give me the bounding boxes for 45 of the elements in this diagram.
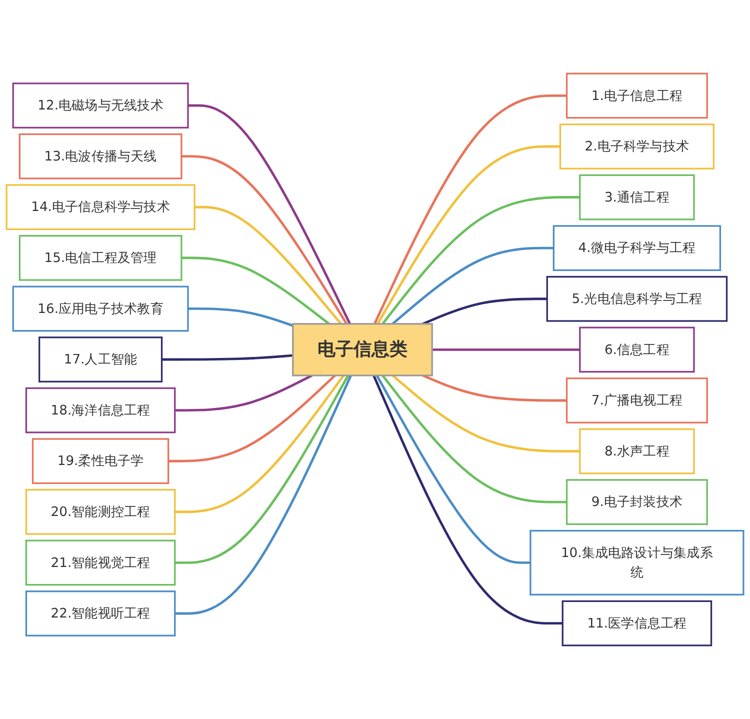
connector xyxy=(382,374,567,504)
node-box: 22.智能视听工程 xyxy=(25,590,176,636)
connector xyxy=(422,298,548,325)
node-box: 10.集成电路设计与集成系统 xyxy=(530,530,744,596)
node-box: 21.智能视觉工程 xyxy=(25,540,176,586)
node-box: 1.电子信息工程 xyxy=(566,72,708,119)
connector xyxy=(432,348,580,351)
connector xyxy=(373,94,567,324)
node-box: 13.电波传播与天线 xyxy=(18,133,182,180)
connector xyxy=(181,256,330,325)
node-box: 5.光电信息科学与工程 xyxy=(546,276,728,322)
connector xyxy=(392,246,554,325)
connector xyxy=(174,374,350,564)
connector xyxy=(174,374,345,514)
connector xyxy=(382,196,580,325)
connector xyxy=(162,354,293,361)
node-box: 9.电子封装技术 xyxy=(566,479,708,525)
connector xyxy=(188,104,352,324)
node-box: 12.电磁场与无线技术 xyxy=(12,82,189,128)
connector xyxy=(392,374,580,452)
node-box: 7.广播电视工程 xyxy=(566,378,708,424)
node-box: 17.人工智能 xyxy=(38,336,163,382)
connector xyxy=(188,307,294,327)
node-box: 2.电子科学与技术 xyxy=(559,124,714,170)
node-box: 6.信息工程 xyxy=(579,326,695,373)
node-box: 19.柔性电子学 xyxy=(32,438,170,484)
connector xyxy=(194,206,342,325)
node-box: 3.通信工程 xyxy=(579,174,695,220)
node-box: 11.医学信息工程 xyxy=(562,600,712,646)
node-box: 16.应用电子技术教育 xyxy=(12,286,189,332)
node-box: 4.微电子科学与工程 xyxy=(552,225,722,272)
connector xyxy=(168,374,336,462)
node-box: 电子信息类 xyxy=(292,323,433,376)
node-box: 8.水声工程 xyxy=(579,428,695,474)
node-box: 18.海洋信息工程 xyxy=(25,387,176,434)
node-box: 14.电子信息科学与技术 xyxy=(6,184,196,230)
connector xyxy=(372,374,563,625)
connector xyxy=(181,155,348,324)
node-box: 15.电信工程及管理 xyxy=(18,234,182,281)
connector xyxy=(174,374,352,615)
connector xyxy=(422,374,567,402)
connector xyxy=(174,374,312,412)
connector xyxy=(376,145,560,324)
connector xyxy=(376,374,530,564)
node-box: 20.智能测控工程 xyxy=(25,488,176,535)
